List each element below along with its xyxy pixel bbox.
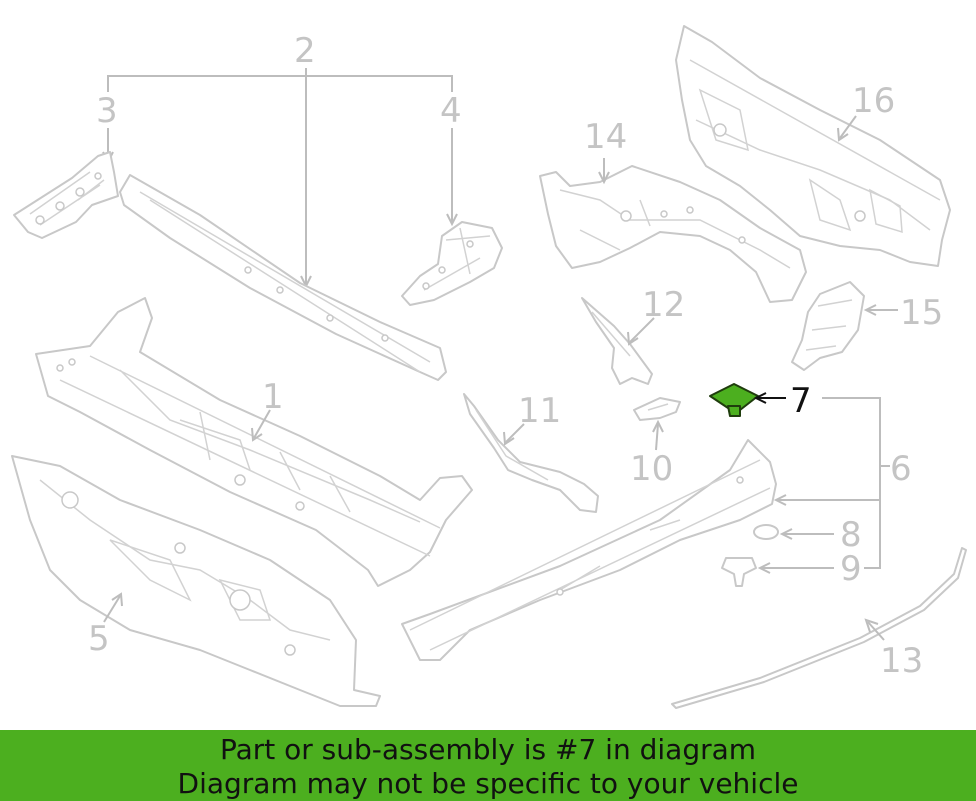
part-15-bracket — [791, 281, 865, 371]
banner-line-2: Diagram may not be specific to your vehi… — [177, 767, 799, 800]
callout-15: 15 — [900, 293, 943, 333]
part-14-panel — [539, 165, 807, 303]
info-banner: Part or sub-assembly is #7 in diagram Di… — [0, 730, 976, 801]
part-13-strip — [671, 547, 967, 709]
callout-14: 14 — [584, 117, 627, 157]
callout-5: 5 — [88, 619, 110, 659]
callout-2: 2 — [294, 31, 316, 71]
leader-1 — [253, 409, 271, 439]
bracket-2 — [102, 68, 458, 289]
callout-10: 10 — [630, 449, 673, 489]
callout-6: 6 — [890, 449, 912, 489]
banner-line-1: Part or sub-assembly is #7 in diagram — [219, 733, 757, 766]
part-8-grommet — [753, 524, 834, 540]
leader-13 — [867, 621, 885, 641]
part-12-strip — [581, 297, 653, 385]
part-6-cowl-panel — [401, 439, 777, 661]
part-9-clip — [721, 557, 834, 587]
part-5-dash-panel — [11, 455, 381, 707]
parts-diagram: 2 3 4 1 5 14 16 15 12 11 10 7 6 8 9 13 — [11, 25, 967, 709]
callout-3: 3 — [96, 91, 118, 131]
callout-4: 4 — [440, 91, 462, 131]
part-16-firewall — [675, 25, 951, 267]
part-11-strip — [463, 393, 599, 513]
part-10-clip — [633, 397, 681, 421]
leader-5 — [103, 595, 121, 623]
callout-1: 1 — [262, 377, 284, 417]
part-2-crossbar — [119, 174, 447, 381]
callout-12: 12 — [642, 285, 685, 325]
bracket-6 — [773, 397, 890, 569]
callout-9: 9 — [840, 549, 862, 589]
part-4-bracket — [401, 221, 503, 306]
callout-11: 11 — [518, 391, 561, 431]
leader-16 — [839, 115, 857, 139]
part-3-bracket — [13, 151, 119, 239]
callout-16: 16 — [852, 81, 895, 121]
part-7-highlighted[interactable] — [709, 383, 759, 417]
leader-11 — [505, 423, 525, 443]
part-1-cowl — [35, 297, 473, 587]
callout-7[interactable]: 7 — [790, 381, 812, 421]
leader-10 — [655, 423, 659, 451]
leader-12 — [629, 317, 655, 343]
callout-8: 8 — [840, 515, 862, 555]
callout-13: 13 — [880, 641, 923, 681]
